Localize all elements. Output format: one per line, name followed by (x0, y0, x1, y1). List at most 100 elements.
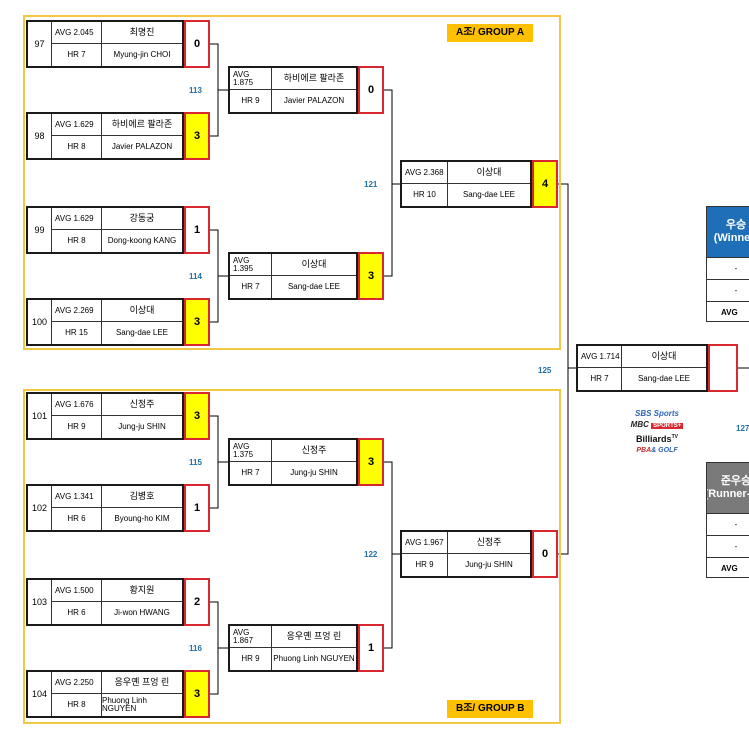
player-name-korean: 응우옌 프엉 린 (272, 626, 356, 648)
group-a-label: A조/ GROUP A (447, 24, 534, 42)
match-number-113: 113 (189, 86, 202, 95)
match-seed: 101 (28, 394, 52, 438)
sponsor-logos: SBS Sports MBC SPORTS+ BilliardsTV PBA& … (624, 408, 690, 456)
player-name-english: Myung-jin CHOI (113, 50, 171, 59)
player-hr: HR 9 (402, 554, 448, 576)
player-card-101: 101 AVG 1.676 HR 9 신정주 Jung-ju SHIN (26, 392, 184, 440)
player-name-korean: 하비에르 팔라존 (102, 114, 182, 136)
player-avg: AVG 2.368 (402, 162, 448, 184)
player-name-english: Sang-dae LEE (115, 328, 169, 337)
group-b-frame (23, 389, 561, 724)
score-box-winner: 3 (358, 438, 384, 486)
player-name-english: Jung-ju SHIN (465, 560, 513, 569)
player-card-103: 103 AVG 1.500 HR 6 황지원 Ji-won HWANG (26, 578, 184, 626)
player-card-98: 98 AVG 1.629 HR 8 하비에르 팔라존 Javier PALAZO… (26, 112, 184, 160)
match-122-card: AVG 1.967 HR 9 신정주 Jung-ju SHIN (400, 530, 532, 578)
player-name-korean: 이상대 (448, 162, 530, 184)
player-name-english: Sang-dae LEE (637, 374, 691, 383)
player-hr: HR 15 (52, 322, 102, 344)
score-box: 0 (184, 20, 210, 68)
match-seed: 102 (28, 486, 52, 530)
player-name-english: Sang-dae LEE (287, 282, 341, 291)
score-box-winner: 3 (184, 392, 210, 440)
sbs-sports-logo: SBS Sports (634, 409, 680, 418)
pba-golf-logo: PBA& GOLF (636, 447, 678, 454)
match-seed: 97 (28, 22, 52, 66)
player-name-english: Phuong Linh NGUYEN (273, 654, 355, 663)
runner-up-panel: 준우승 (Runner-up) - - AVG (706, 462, 749, 578)
mbc-sports-logo: MBC SPORTS+ (630, 420, 684, 429)
match-number-121: 121 (364, 180, 378, 189)
billiards-tv-logo: BilliardsTV (636, 434, 678, 444)
player-hr: HR 7 (230, 462, 272, 484)
player-name-english: Javier PALAZON (283, 96, 345, 105)
runner-up-row-1: - (707, 513, 749, 535)
player-name-english: Jung-ju SHIN (118, 422, 166, 431)
score-box-winner: 3 (184, 298, 210, 346)
match-seed: 99 (28, 208, 52, 252)
player-card-104: 104 AVG 2.250 HR 8 응우옌 프엉 린 Phuong Linh … (26, 670, 184, 718)
winner-subtitle: (Winner) (713, 232, 749, 244)
player-hr: HR 9 (52, 416, 102, 438)
match-seed: 98 (28, 114, 52, 158)
match-seed: 103 (28, 580, 52, 624)
score-box: 0 (532, 530, 558, 578)
match-121-card: AVG 2.368 HR 10 이상대 Sang-dae LEE (400, 160, 532, 208)
runner-up-avg: AVG (707, 557, 749, 577)
score-box-winner: 4 (532, 160, 558, 208)
player-name-english: Jung-ju SHIN (290, 468, 338, 477)
player-name-korean: 하비에르 팔라존 (272, 68, 356, 90)
match-113-card: AVG 1.875 HR 9 하비에르 팔라존 Javier PALAZON (228, 66, 358, 114)
runner-up-subtitle: (Runner-up) (706, 488, 749, 500)
match-116-card: AVG 1.867 HR 9 응우옌 프엉 린 Phuong Linh NGUY… (228, 624, 358, 672)
player-hr: HR 7 (52, 44, 102, 66)
player-avg: AVG 1.500 (52, 580, 102, 602)
score-box: 1 (184, 484, 210, 532)
player-name-korean: 최명진 (102, 22, 182, 44)
match-number-127: 127 (736, 424, 749, 433)
player-avg: AVG 1.375 (230, 440, 272, 462)
player-name-korean: 신정주 (448, 532, 530, 554)
winner-header: 우승 (Winner) (707, 207, 749, 257)
match-seed: 100 (28, 300, 52, 344)
winner-title: 우승 (725, 218, 747, 231)
player-card-102: 102 AVG 1.341 HR 6 김병호 Byoung-ho KIM (26, 484, 184, 532)
score-box-winner: 3 (358, 252, 384, 300)
player-name-korean: 강동궁 (102, 208, 182, 230)
player-name-korean: 신정주 (102, 394, 182, 416)
player-hr: HR 7 (230, 276, 272, 298)
winner-row-1: - (707, 257, 749, 279)
match-seed: 104 (28, 672, 52, 716)
player-name-english: Byoung-ho KIM (114, 514, 170, 523)
winner-avg: AVG (707, 301, 749, 321)
player-name-korean: 이상대 (622, 346, 706, 368)
score-box-empty (708, 344, 738, 392)
match-115-card: AVG 1.375 HR 7 신정주 Jung-ju SHIN (228, 438, 358, 486)
match-114-card: AVG 1.395 HR 7 이상대 Sang-dae LEE (228, 252, 358, 300)
score-box-winner: 3 (184, 112, 210, 160)
player-hr: HR 6 (52, 602, 102, 624)
player-name-korean: 응우옌 프엉 린 (102, 672, 182, 694)
match-number-125: 125 (538, 366, 552, 375)
player-name-korean: 황지원 (102, 580, 182, 602)
player-avg: AVG 1.967 (402, 532, 448, 554)
group-a-frame (23, 15, 561, 350)
player-name-korean: 이상대 (272, 254, 356, 276)
player-avg: AVG 1.629 (52, 114, 102, 136)
player-hr: HR 9 (230, 648, 272, 670)
player-hr: HR 7 (578, 368, 622, 390)
player-hr: HR 8 (52, 230, 102, 252)
player-name-korean: 신정주 (272, 440, 356, 462)
player-avg: AVG 1.341 (52, 486, 102, 508)
winner-panel: 우승 (Winner) - - AVG (706, 206, 749, 322)
player-avg: AVG 1.676 (52, 394, 102, 416)
match-number-116: 116 (189, 644, 202, 653)
player-hr: HR 8 (52, 136, 102, 158)
player-hr: HR 8 (52, 694, 102, 716)
player-avg: AVG 1.875 (230, 68, 272, 90)
runner-up-header: 준우승 (Runner-up) (707, 463, 749, 513)
player-name-korean: 이상대 (102, 300, 182, 322)
score-box: 2 (184, 578, 210, 626)
player-card-100: 100 AVG 2.269 HR 15 이상대 Sang-dae LEE (26, 298, 184, 346)
